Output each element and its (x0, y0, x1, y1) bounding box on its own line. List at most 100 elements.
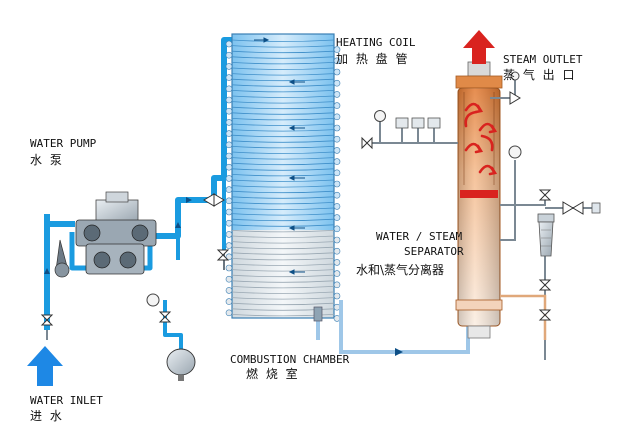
coil-ring (231, 297, 335, 300)
coil-ring (231, 302, 335, 306)
coil-ring (231, 269, 335, 272)
bottom-flow-arrow (395, 348, 403, 356)
coil-ring (231, 274, 335, 278)
coil-ring (231, 230, 335, 233)
coil-bend (333, 113, 341, 121)
coil-bend (225, 287, 233, 294)
coil-ring (231, 308, 335, 311)
coil-bend (225, 309, 233, 317)
coil-ring (231, 280, 335, 283)
coil-bend (333, 225, 341, 233)
coil-bend (225, 253, 233, 261)
coil-bend (333, 68, 341, 76)
coil-bend (333, 169, 341, 177)
coil-bend (225, 107, 233, 115)
coil-ring (231, 123, 335, 126)
coil-ring (231, 162, 335, 166)
pressure-switch-icon (395, 117, 441, 129)
valve-icon (40, 91, 584, 326)
coil-bend (333, 91, 341, 98)
coil-ring (231, 73, 335, 76)
coil-ring (231, 263, 335, 266)
coil-bend (225, 96, 233, 104)
water-inlet-label-en: WATER INLET (30, 394, 103, 407)
heating-coil-label-en: HEATING COIL (336, 36, 416, 49)
water-inlet-label-cn: 进 水 (30, 409, 64, 423)
steam-swirl-arrows (464, 102, 498, 176)
heating-coil-rings (225, 39, 341, 322)
coil-ring (231, 202, 335, 205)
pump-icon (54, 191, 157, 278)
coil-bend (225, 141, 233, 149)
water-inlet-arrow-icon (27, 346, 63, 386)
coil-ring (231, 95, 335, 98)
coil-bend (225, 231, 233, 238)
coil-bend (333, 158, 341, 165)
coil-ring (231, 56, 335, 59)
coil-bend (333, 79, 341, 87)
separator-label-cn: 水和\蒸气分离器 (356, 263, 445, 277)
coil-bend (225, 119, 233, 126)
steam-outlet-arrow-icon (463, 30, 495, 64)
coil-ring (231, 185, 335, 188)
coil-ring (231, 174, 335, 177)
coil-to-separator-pipe (316, 300, 470, 354)
coil-ring (231, 129, 335, 132)
coil-ring (231, 179, 335, 182)
coil-ring (231, 118, 335, 121)
coil-flow-arrows (254, 37, 305, 275)
coil-bend (225, 264, 233, 272)
separator-label-en-1: WATER / STEAM (376, 230, 463, 243)
coil-ring (231, 140, 335, 143)
coil-bend (333, 191, 341, 199)
coil-ring (231, 258, 335, 261)
coil-ring (231, 106, 335, 110)
coil-bend (333, 180, 341, 188)
coil-ring (231, 146, 335, 149)
instrument-lines-orange (500, 294, 547, 340)
coil-bend (225, 152, 233, 160)
coil-bend (333, 270, 341, 277)
coil-ring (231, 224, 335, 227)
coil-ring (231, 67, 335, 70)
coil-bend (333, 203, 341, 210)
coil-bend (225, 40, 233, 48)
coil-ring (231, 286, 335, 289)
coil-bend (333, 292, 341, 300)
coil-bend (333, 236, 341, 244)
coil-ring (231, 157, 335, 160)
coil-bend (333, 281, 341, 289)
coil-bend (225, 51, 233, 59)
coil-ring (231, 207, 335, 210)
expansion-tank-icon (166, 348, 196, 381)
water-steam-separator (455, 61, 503, 339)
coil-bend (333, 247, 341, 255)
coil-ring (231, 213, 335, 216)
coil-bend (333, 135, 341, 143)
coil-bend (225, 74, 233, 81)
coil-bend (333, 102, 341, 109)
coil-ring (231, 314, 335, 317)
coil-bend (333, 259, 341, 266)
coil-ring (231, 90, 335, 93)
solenoid-icon (591, 202, 601, 214)
coil-ring (231, 246, 335, 250)
coil-bend (225, 85, 233, 93)
coil-bend (333, 214, 341, 221)
pressure-gauge-icon (146, 71, 522, 307)
coil-ring (231, 241, 335, 244)
coil-ring (231, 235, 335, 238)
coil-ring (231, 39, 335, 42)
steam-outlet-label-en: STEAM OUTLET (503, 53, 583, 66)
water-pump-label-cn: 水 泵 (30, 153, 64, 167)
coil-ring (231, 168, 335, 171)
coil-bend (225, 163, 233, 171)
coil-bend (333, 46, 341, 53)
coil-bend (225, 242, 233, 249)
coil-bend (225, 197, 233, 205)
separator-label-en-2: SEPARATOR (404, 245, 464, 258)
coil-ring (231, 196, 335, 199)
coil-ring (231, 190, 335, 194)
combustion-chamber-label-cn: 燃 烧 室 (246, 367, 300, 381)
pipe-flow-arrows (44, 197, 192, 274)
